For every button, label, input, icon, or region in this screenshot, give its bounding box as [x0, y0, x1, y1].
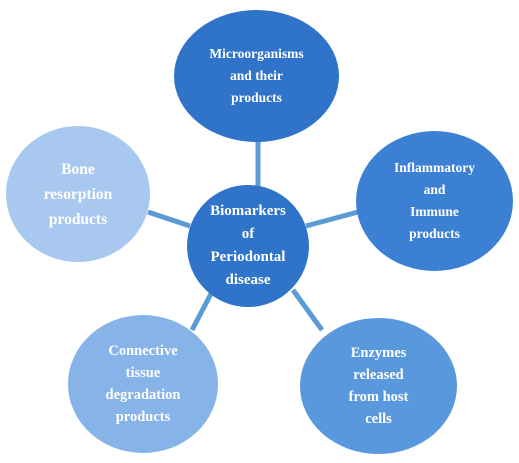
connector-right	[305, 209, 359, 229]
connector-bottom-left	[189, 288, 216, 332]
center-node-label: Biomarkers of Periodontal disease	[210, 203, 286, 288]
node-microorganisms-label: Microorganisms and their products	[209, 46, 304, 105]
connector-bottom-right	[290, 288, 325, 332]
center-node-biomarkers: Biomarkers of Periodontal disease	[187, 185, 309, 307]
node-microorganisms: Microorganisms and their products	[174, 10, 339, 142]
node-enzymes: Enzymes released from host cells	[300, 318, 457, 454]
node-enzymes-label: Enzymes released from host cells	[348, 345, 409, 427]
node-inflammatory-immune: Inflammatory and Immune products	[356, 131, 513, 271]
node-bone-resorption-label: Bone resorption products	[43, 160, 113, 228]
node-connective-tissue-label: Connective tissue degradation products	[105, 343, 181, 425]
node-inflammatory-immune-label: Inflammatory and Immune products	[394, 160, 475, 241]
node-connective-tissue: Connective tissue degradation products	[68, 315, 218, 453]
connector-left	[147, 209, 191, 229]
node-bone-resorption: Bone resorption products	[6, 126, 150, 262]
